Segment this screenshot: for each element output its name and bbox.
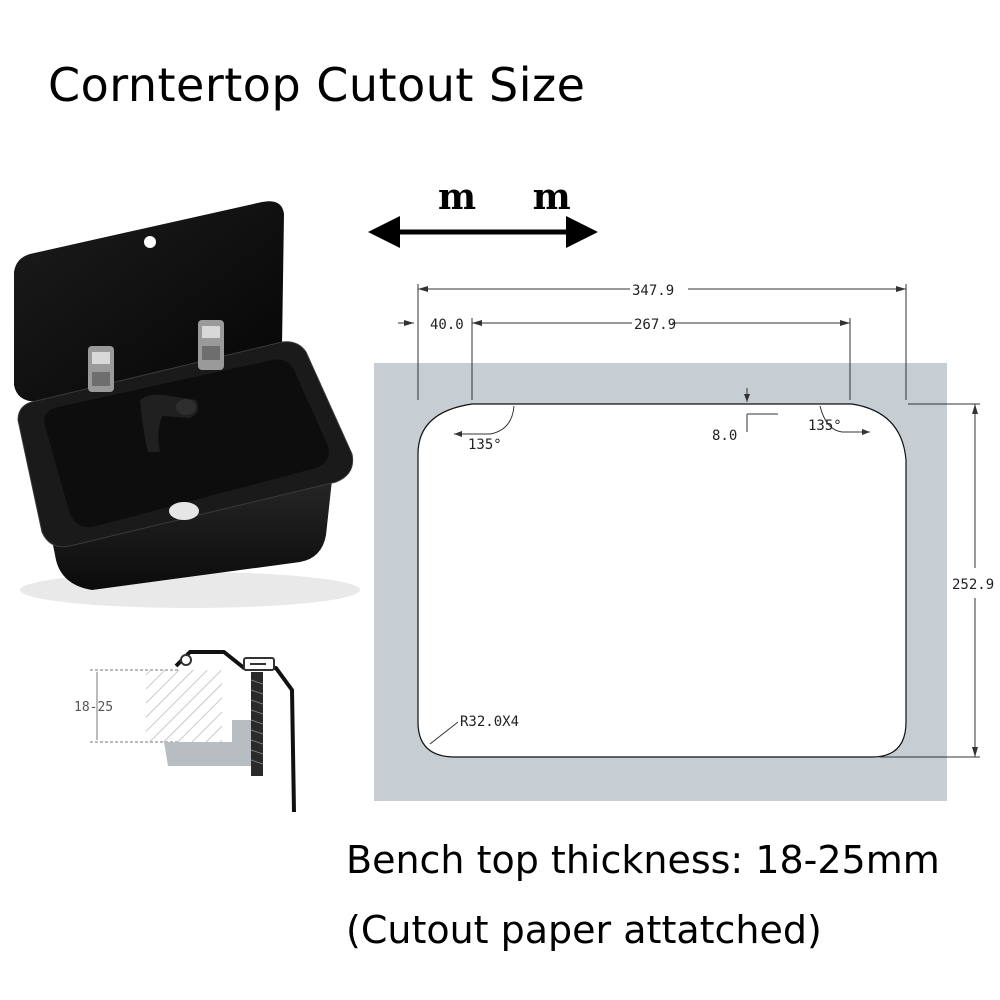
hinge-left-icon	[88, 346, 114, 392]
dim-corner-offset: 40.0	[430, 317, 464, 333]
hinge-right-icon	[198, 320, 224, 370]
section-thickness-label: 18-25	[74, 700, 113, 715]
page-title: Corntertop Cutout Size	[48, 58, 586, 112]
bench-thickness-text: Bench top thickness: 18-25mm	[346, 838, 940, 882]
dim-angle-right: 135°	[808, 418, 842, 434]
dim-angle-left: 135°	[468, 437, 502, 453]
unit-arrow-icon	[368, 216, 598, 248]
bench-top-section	[146, 670, 222, 742]
cutout-shape	[417, 403, 907, 758]
section-detail	[90, 650, 296, 813]
unit-label: m m	[438, 176, 593, 218]
dim-overall-width: 347.9	[632, 283, 674, 299]
cutout-paper-note: (Cutout paper attatched)	[346, 908, 822, 952]
dim-inner-width: 267.9	[634, 317, 676, 333]
sink-basin	[44, 359, 329, 528]
dim-depth: 252.9	[952, 577, 994, 593]
dim-corner-radius: R32.0X4	[460, 714, 519, 730]
cutout-template: 347.9 40.0 267.9 252.9 8.0 135° 135° R32…	[374, 283, 994, 801]
screw-icon	[251, 672, 263, 776]
clamp-bracket	[164, 720, 262, 766]
sink-illustration	[14, 201, 360, 608]
tap-hole	[144, 236, 156, 248]
dim-notch-depth: 8.0	[712, 428, 737, 444]
drain-icon	[169, 502, 199, 520]
